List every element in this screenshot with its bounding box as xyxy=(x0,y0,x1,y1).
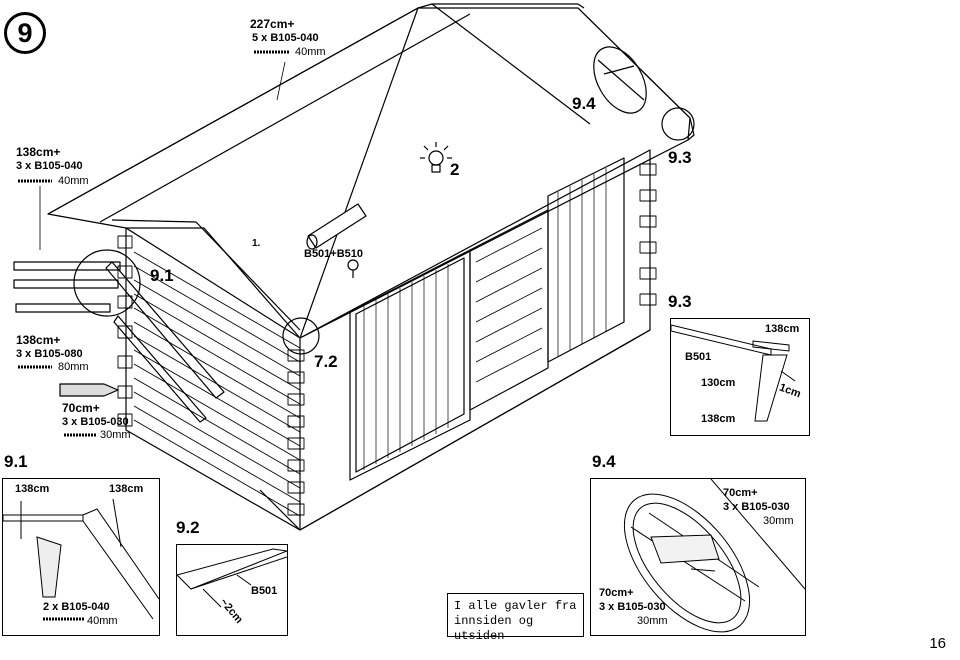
top-screw-label: 40mm xyxy=(295,46,326,58)
ref-7-2-label: 7.2 xyxy=(314,352,338,371)
left-bottom-qty-label: 3 x B105-030 xyxy=(62,416,129,428)
panel-9-4-bottom-screw: 30mm xyxy=(637,615,668,627)
panel-9-1-screw: 40mm xyxy=(87,615,118,627)
panel-9-1-len-left: 138cm xyxy=(15,483,50,495)
panel-9-2-drawing xyxy=(177,548,287,608)
step-number-badge: 9 xyxy=(4,12,46,54)
panel-9-1-qty: 2 x B105-040 xyxy=(43,601,110,613)
ref-9-1-label: 9.1 xyxy=(150,266,174,285)
panel-9-4-bottom-length: 70cm+ xyxy=(599,587,634,599)
panel-9-2-board-label: B501 xyxy=(251,585,278,597)
panel-9-3-bottom-length: 138cm xyxy=(701,413,736,425)
left-bottom-screw-label: 30mm xyxy=(100,429,131,441)
left-lower-length-label: 138cm+ xyxy=(16,333,61,347)
panel-9-1-len-right: 138cm xyxy=(109,483,144,495)
panel-9-3-board-label: B501 xyxy=(685,351,712,363)
panel-9-3-drawing xyxy=(671,324,796,422)
panel-9-2-title: 9.2 xyxy=(176,518,200,537)
top-length-label: 227cm+ xyxy=(250,17,295,31)
left-lower-screw-label: 80mm xyxy=(58,361,89,373)
order-1-label: 1. xyxy=(252,238,261,249)
panel-9-4-detail: 70cm+ 3 x B105-030 30mm 70cm+ 3 x B105-0… xyxy=(590,478,806,636)
panel-9-4-drawing xyxy=(623,479,805,633)
gable-note-line-2: innsiden og utsiden xyxy=(454,614,534,643)
panel-9-4-top-qty: 3 x B105-030 xyxy=(723,501,790,513)
panel-9-3-detail: 138cm B501 130cm 1cm 138cm xyxy=(670,318,810,436)
left-lower-qty-label: 3 x B105-080 xyxy=(16,348,83,360)
left-upper-length-label: 138cm+ xyxy=(16,145,61,159)
ref-9-3-label: 9.3 xyxy=(668,148,692,167)
panel-9-2-detail: B501 ~2cm xyxy=(176,544,288,636)
panel-9-1-title: 9.1 xyxy=(4,452,28,471)
left-bottom-length-label: 70cm+ xyxy=(62,401,100,415)
gable-note: I alle gavler fra innsiden og utsiden xyxy=(447,593,584,643)
panel-9-4-top-screw: 30mm xyxy=(763,515,794,527)
panel-9-4-title: 9.4 xyxy=(592,452,616,471)
bulb-count-label: 2 xyxy=(450,160,460,179)
panel-9-4-bottom-qty: 3 x B105-030 xyxy=(599,601,666,613)
panel-9-3-title: 9.3 xyxy=(668,292,692,311)
panel-9-3-top-length: 138cm xyxy=(765,323,800,335)
panel-9-3-mid-length: 130cm xyxy=(701,377,736,389)
top-qty-label: 5 x B105-040 xyxy=(252,32,319,44)
panel-9-1-drawing xyxy=(3,498,159,621)
ref-9-4-label: 9.4 xyxy=(572,94,596,113)
left-upper-screw-label: 40mm xyxy=(58,175,89,187)
page-number: 16 xyxy=(929,635,946,652)
panel-9-4-top-length: 70cm+ xyxy=(723,487,758,499)
gable-note-line-1: I alle gavler fra xyxy=(454,599,577,613)
left-upper-qty-label: 3 x B105-040 xyxy=(16,160,83,172)
pipe-part-label: B501+B510 xyxy=(304,248,364,260)
panel-9-1-detail: 138cm 138cm 2 x B105-040 40mm xyxy=(2,478,160,636)
